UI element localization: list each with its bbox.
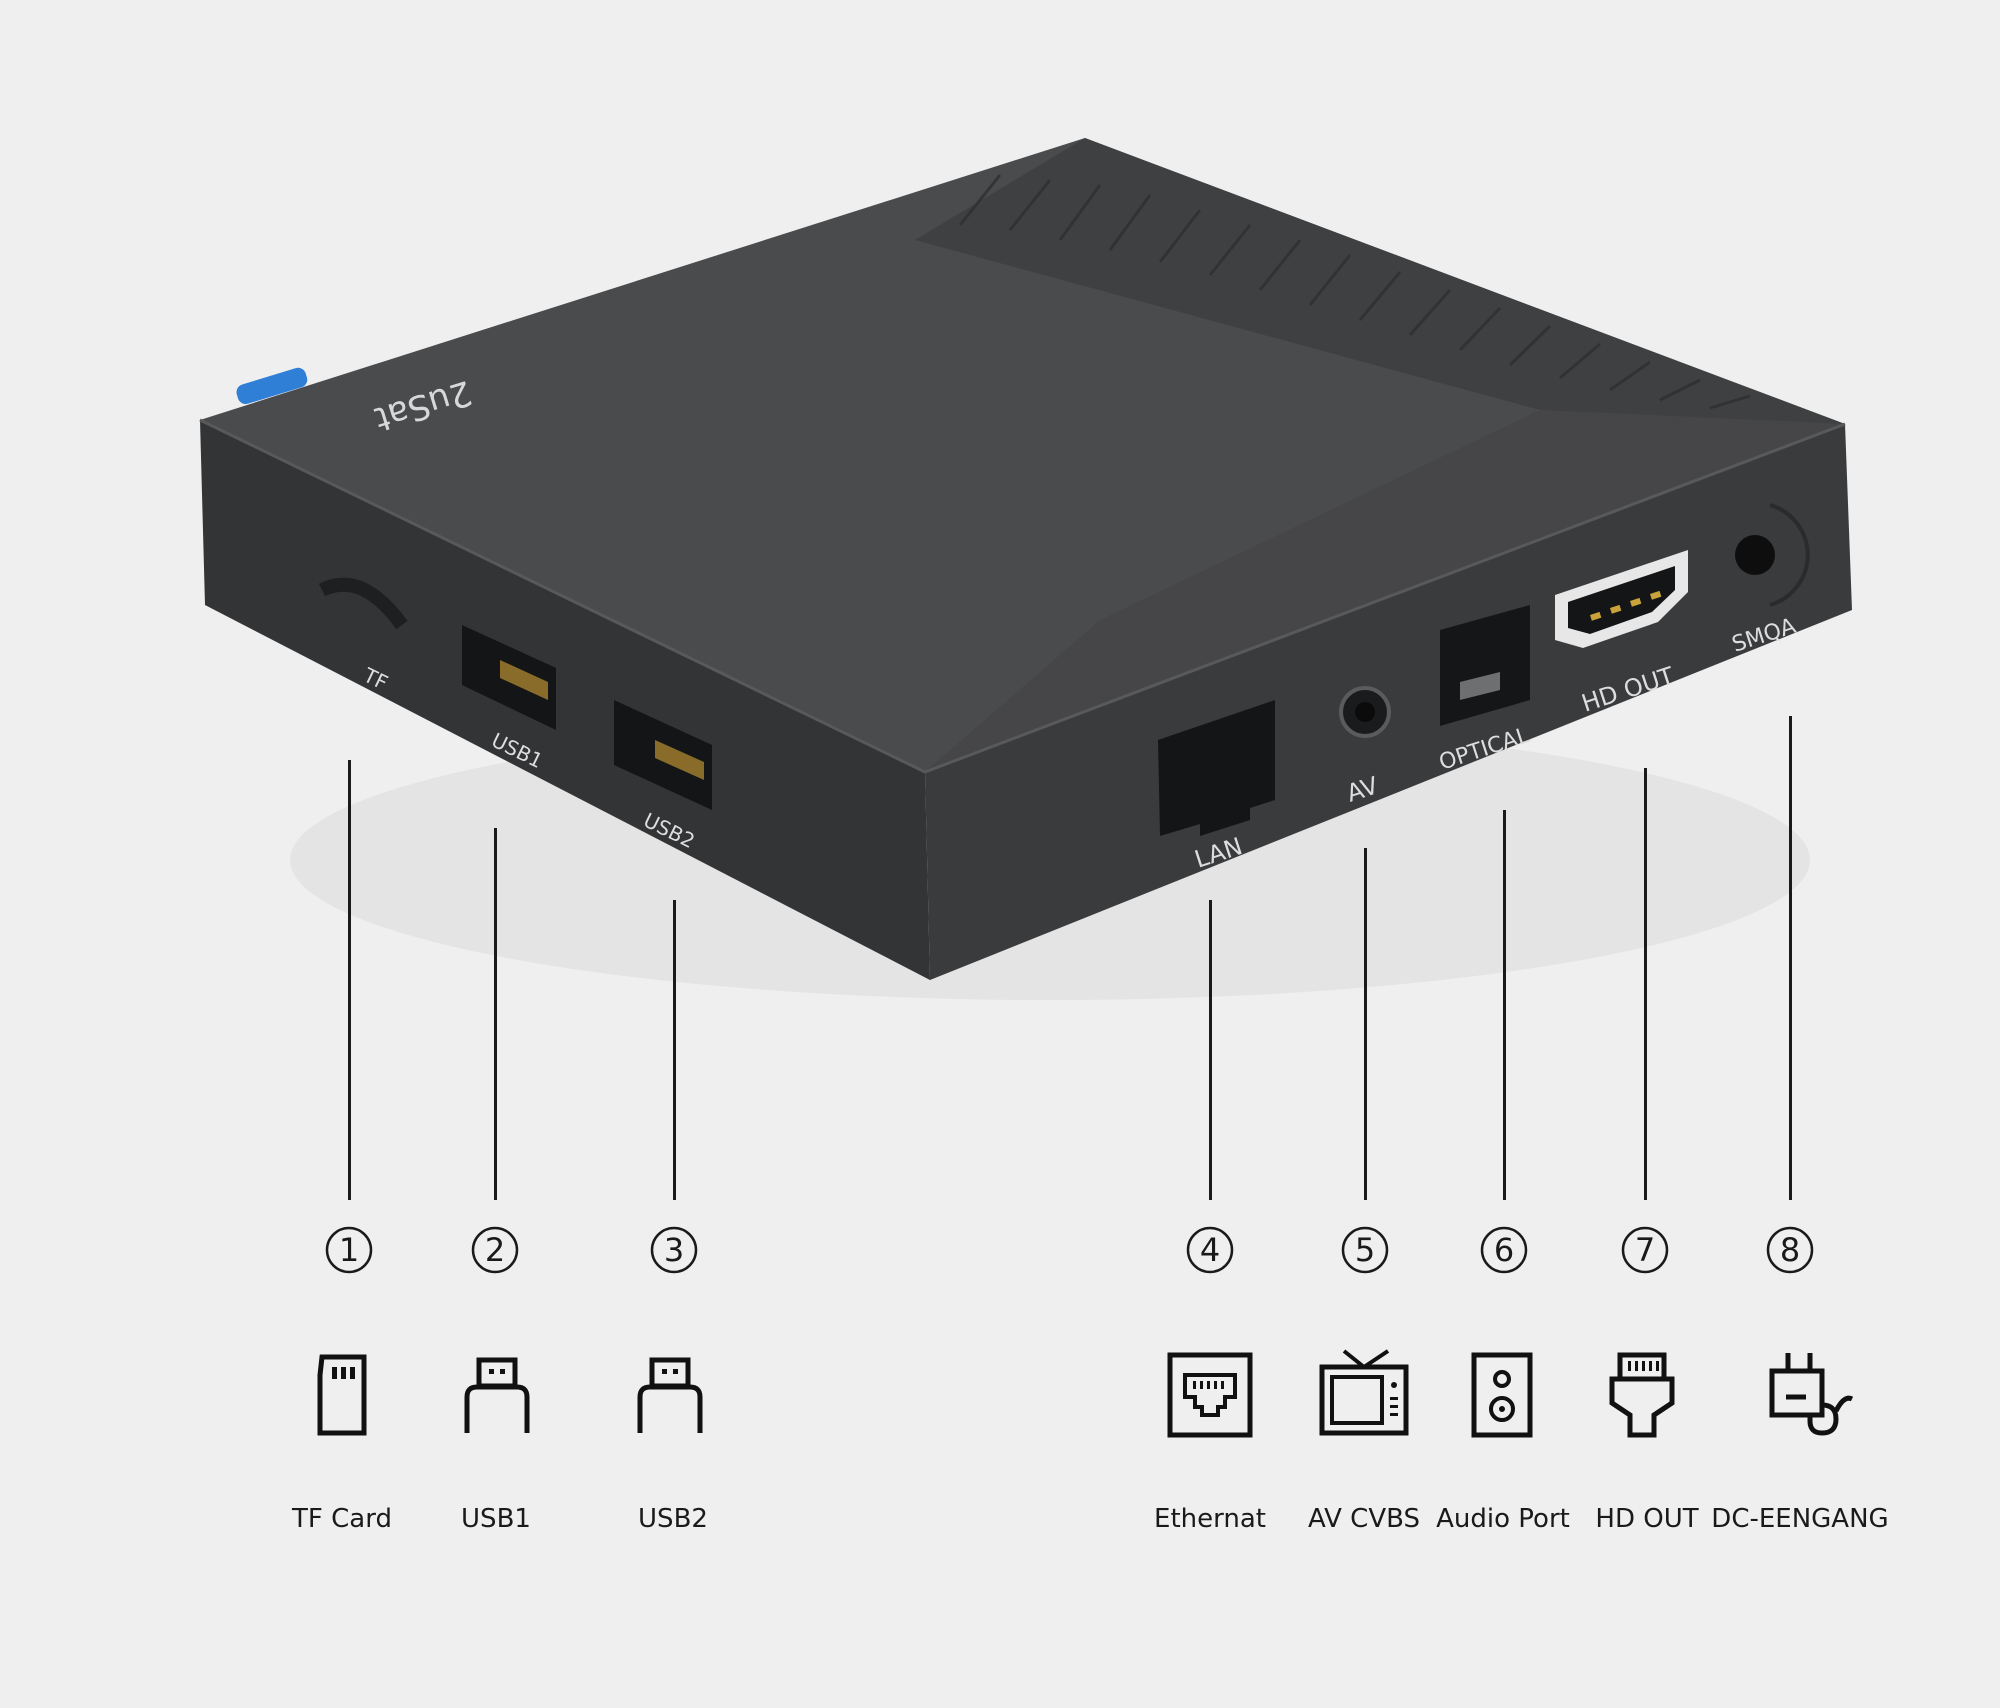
ethernet-icon <box>1160 1345 1260 1445</box>
leader-line-5 <box>1364 848 1367 1200</box>
usb-icon <box>620 1345 720 1445</box>
device-left-side <box>200 420 930 980</box>
callout-label-usb2: USB2 <box>638 1504 708 1534</box>
callout-number-3: 3 <box>644 1220 704 1280</box>
callout-number-8: 8 <box>1760 1220 1820 1280</box>
callout-number-5: 5 <box>1335 1220 1395 1280</box>
callout-label-hd-out: HD OUT <box>1595 1504 1699 1534</box>
leader-line-7 <box>1644 768 1647 1200</box>
dc-jack <box>1735 535 1775 575</box>
callout-number-7: 7 <box>1615 1220 1675 1280</box>
leader-line-6 <box>1503 810 1506 1200</box>
callout-number-6: 6 <box>1474 1220 1534 1280</box>
device-ridged-facet <box>915 138 1845 424</box>
callout-label-ethernet: Ethernat <box>1154 1504 1266 1534</box>
sd-card-icon <box>292 1345 392 1445</box>
callout-label-usb1: USB1 <box>461 1504 531 1534</box>
usb-icon <box>447 1345 547 1445</box>
leader-line-2 <box>494 828 497 1200</box>
callout-label-tf-card: TF Card <box>292 1504 392 1534</box>
lan-port <box>1158 700 1275 836</box>
callout-number-4: 4 <box>1180 1220 1240 1280</box>
power-plug-icon <box>1758 1345 1858 1445</box>
callout-number-2: 2 <box>465 1220 525 1280</box>
leader-line-1 <box>348 760 351 1200</box>
leader-line-3 <box>673 900 676 1200</box>
speaker-icon <box>1452 1345 1552 1445</box>
tf-slot <box>318 577 408 630</box>
hdmi-icon <box>1592 1345 1692 1445</box>
leader-line-8 <box>1789 716 1792 1200</box>
tv-icon <box>1314 1345 1414 1445</box>
callout-label-dc-eengang: DC-EENGANG <box>1711 1504 1889 1534</box>
callout-label-av-cvbs: AV CVBS <box>1308 1504 1420 1534</box>
callout-number-1: 1 <box>319 1220 379 1280</box>
callout-label-audio-port: Audio Port <box>1436 1504 1570 1534</box>
leader-line-4 <box>1209 900 1212 1200</box>
